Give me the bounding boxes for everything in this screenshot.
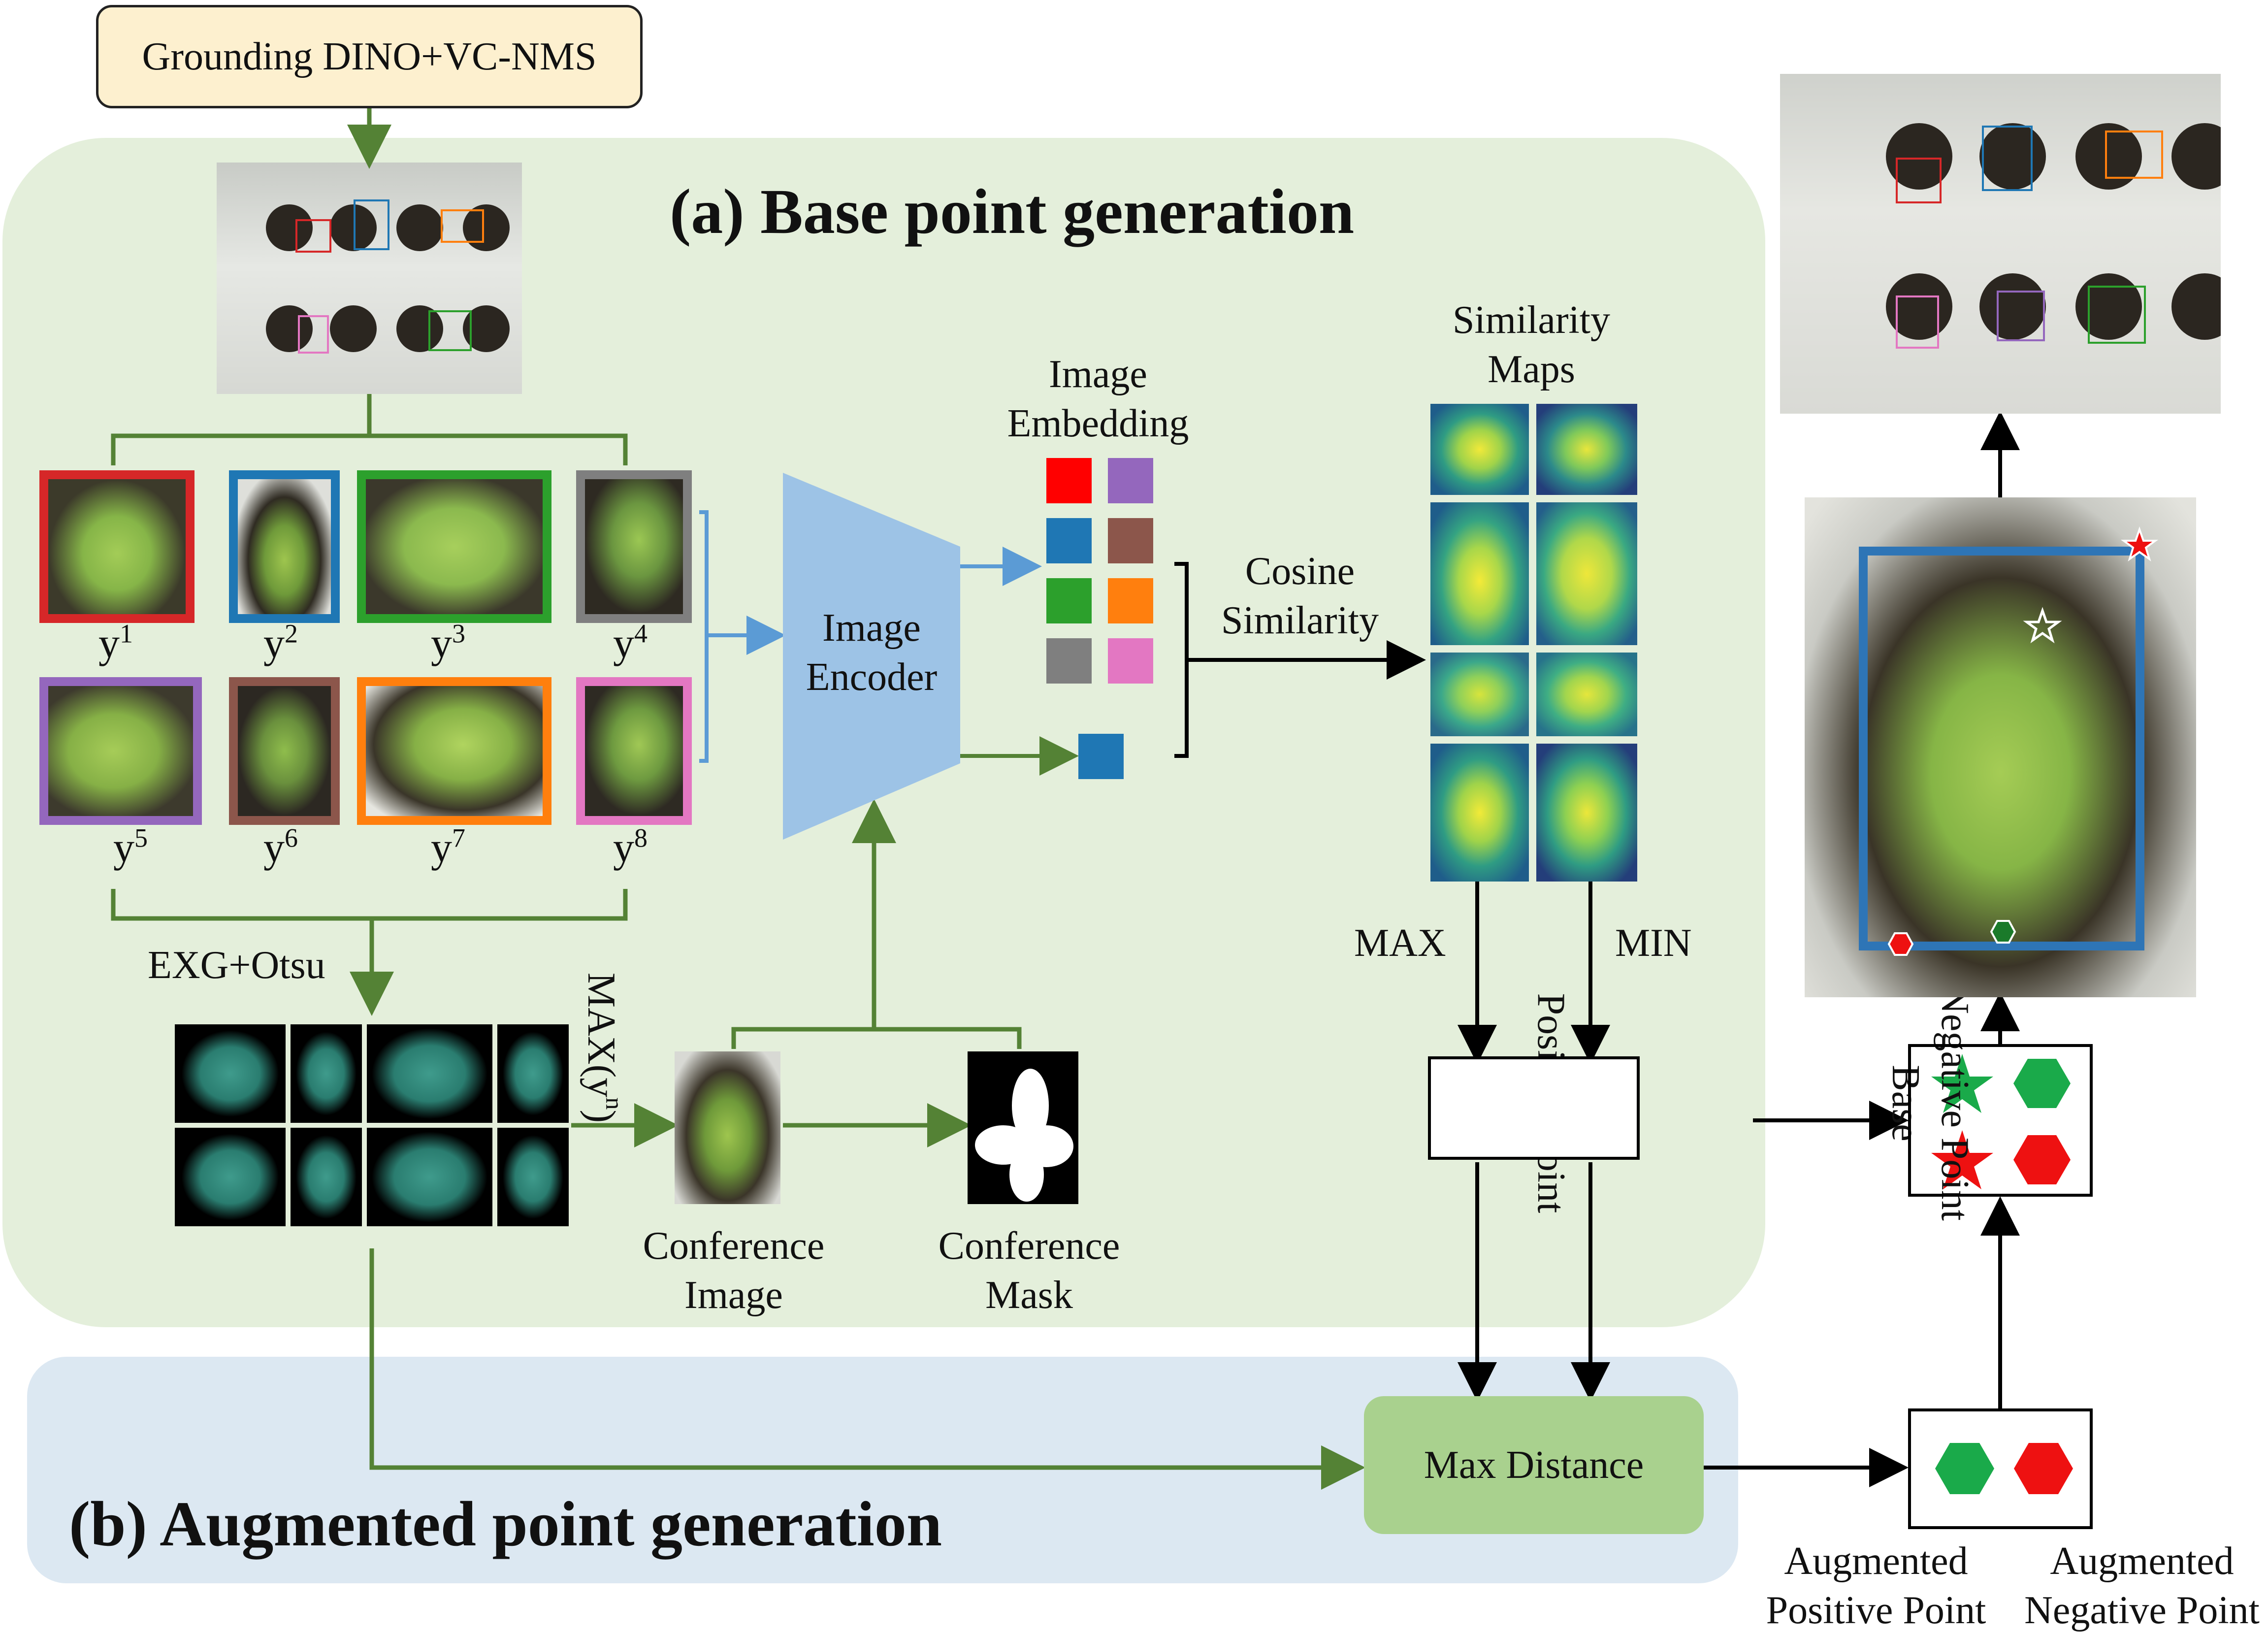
combined-negative-hexagon bbox=[2013, 1135, 2071, 1184]
panel-a-title: (a) Base point generation bbox=[670, 176, 1355, 247]
embedding-cell-7 bbox=[1046, 638, 1092, 684]
segmented-masks-grid bbox=[175, 1024, 569, 1226]
base-points-box bbox=[1428, 1056, 1640, 1160]
grounding-dino-box: Grounding DINO+VC-NMS bbox=[96, 5, 643, 108]
conference-mask bbox=[968, 1051, 1078, 1204]
crop-y8 bbox=[576, 677, 692, 825]
zoom-positive-hexagon bbox=[1990, 920, 2016, 944]
crop-label-y6: y6 bbox=[263, 823, 298, 871]
min-label: MIN bbox=[1615, 921, 1692, 965]
crop-y7 bbox=[357, 677, 551, 825]
query-embedding-cell bbox=[1078, 734, 1124, 779]
image-encoder-shape bbox=[783, 473, 960, 840]
crop-y2 bbox=[229, 470, 340, 623]
zoom-markers bbox=[1887, 526, 2159, 956]
crop-label-y8: y8 bbox=[613, 823, 648, 871]
crop-label-y4: y4 bbox=[613, 619, 648, 666]
exg-otsu-label: EXG+Otsu bbox=[148, 944, 325, 987]
crop-label-y3: y3 bbox=[431, 619, 465, 666]
combined-positive-hexagon bbox=[2013, 1059, 2071, 1108]
max-label: MAX bbox=[1354, 921, 1446, 965]
embedding-cell-6 bbox=[1108, 578, 1153, 623]
max-yn-label: MAX(yn) bbox=[580, 973, 629, 1123]
embedding-cell-4 bbox=[1108, 518, 1153, 563]
combined-positive-star bbox=[1931, 1054, 1993, 1113]
result-image bbox=[1780, 74, 2221, 414]
crop-label-y5: y5 bbox=[113, 823, 148, 871]
zoom-positive-star bbox=[2023, 607, 2062, 644]
embedding-cell-3 bbox=[1046, 518, 1092, 563]
embedding-grid bbox=[1046, 458, 1155, 685]
crop-y6 bbox=[229, 677, 340, 825]
embedding-cell-2 bbox=[1108, 458, 1153, 503]
crop-y5 bbox=[39, 677, 202, 825]
crop-y1 bbox=[39, 470, 194, 623]
detection-input-image bbox=[217, 163, 522, 394]
panel-b-title: (b) Augmented point generation bbox=[69, 1489, 942, 1560]
combined-negative-star bbox=[1931, 1130, 1993, 1189]
crop-y3 bbox=[357, 470, 551, 623]
augmented-negative-hexagon bbox=[2014, 1443, 2073, 1494]
zoom-negative-hexagon bbox=[1887, 932, 1914, 956]
zoom-negative-star bbox=[2120, 526, 2159, 561]
augmented-points-box bbox=[1908, 1408, 2093, 1529]
embedding-cell-1 bbox=[1046, 458, 1092, 503]
zoomed-plant-image bbox=[1805, 497, 2196, 997]
combined-points-box bbox=[1908, 1044, 2093, 1197]
similarity-maps-grid bbox=[1430, 404, 1642, 882]
crop-y4 bbox=[576, 470, 692, 623]
augmented-positive-hexagon bbox=[1935, 1443, 1994, 1494]
crop-label-y2: y2 bbox=[263, 619, 298, 666]
embedding-cell-8 bbox=[1108, 638, 1153, 684]
embedding-cell-5 bbox=[1046, 578, 1092, 623]
crop-label-y1: y1 bbox=[98, 619, 133, 666]
zoom-bounding-box bbox=[1859, 547, 2144, 950]
max-distance-box: Max Distance bbox=[1364, 1396, 1704, 1534]
conference-image bbox=[675, 1051, 780, 1204]
crop-label-y7: y7 bbox=[431, 823, 465, 871]
